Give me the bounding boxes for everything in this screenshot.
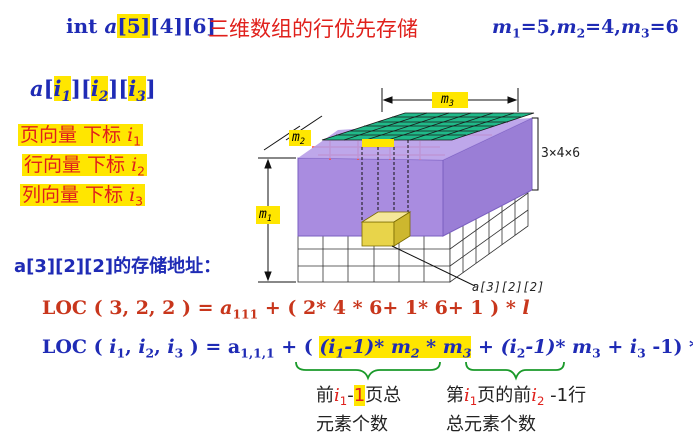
page-vector-label: 页向量 下标 i1: [18, 124, 144, 149]
note-current-page-rows: 第i1页的前i2 -1行 总元素个数: [446, 385, 587, 436]
page-title: 三维数组的行优先存储: [208, 17, 418, 41]
decl-dim1: [5]: [117, 14, 151, 38]
left-brace: [295, 361, 441, 381]
decl-dims-rest: [4][6]: [150, 14, 216, 38]
column-vector-label: 列向量 下标 i3: [20, 184, 146, 209]
formula-specific: LOC ( 3, 2, 2 ) = a111 + ( 2* 4 * 6+ 1* …: [42, 297, 530, 322]
decl-array-name: a: [104, 14, 118, 38]
index-expression: a[i1][i2][i3]: [30, 76, 156, 105]
m2-label: m2: [292, 130, 305, 146]
array-declaration: int a[5][4][6]: [66, 14, 216, 38]
right-brace: [465, 361, 565, 381]
note-previous-pages: 前i1-1页总 元素个数: [316, 385, 402, 436]
dimension-values: m1=5,m2=4,m3=6: [492, 16, 679, 41]
decl-int: int: [66, 14, 98, 38]
address-title: a[3][2][2]的存储地址：: [14, 256, 222, 277]
element-label: a[3][2][2]: [472, 280, 545, 294]
formula-general: LOC ( i1, i2, i3 ) = a1,1,1 + ( (i1-1)* …: [42, 336, 693, 361]
m1-label: m1: [259, 207, 272, 223]
dimensions-label: 3×4×6: [541, 146, 581, 161]
row-vector-label: 行向量 下标 i2: [22, 154, 148, 179]
element-box: [360, 211, 412, 247]
m3-label: m3: [441, 92, 454, 108]
top-page-grid: [321, 112, 535, 141]
